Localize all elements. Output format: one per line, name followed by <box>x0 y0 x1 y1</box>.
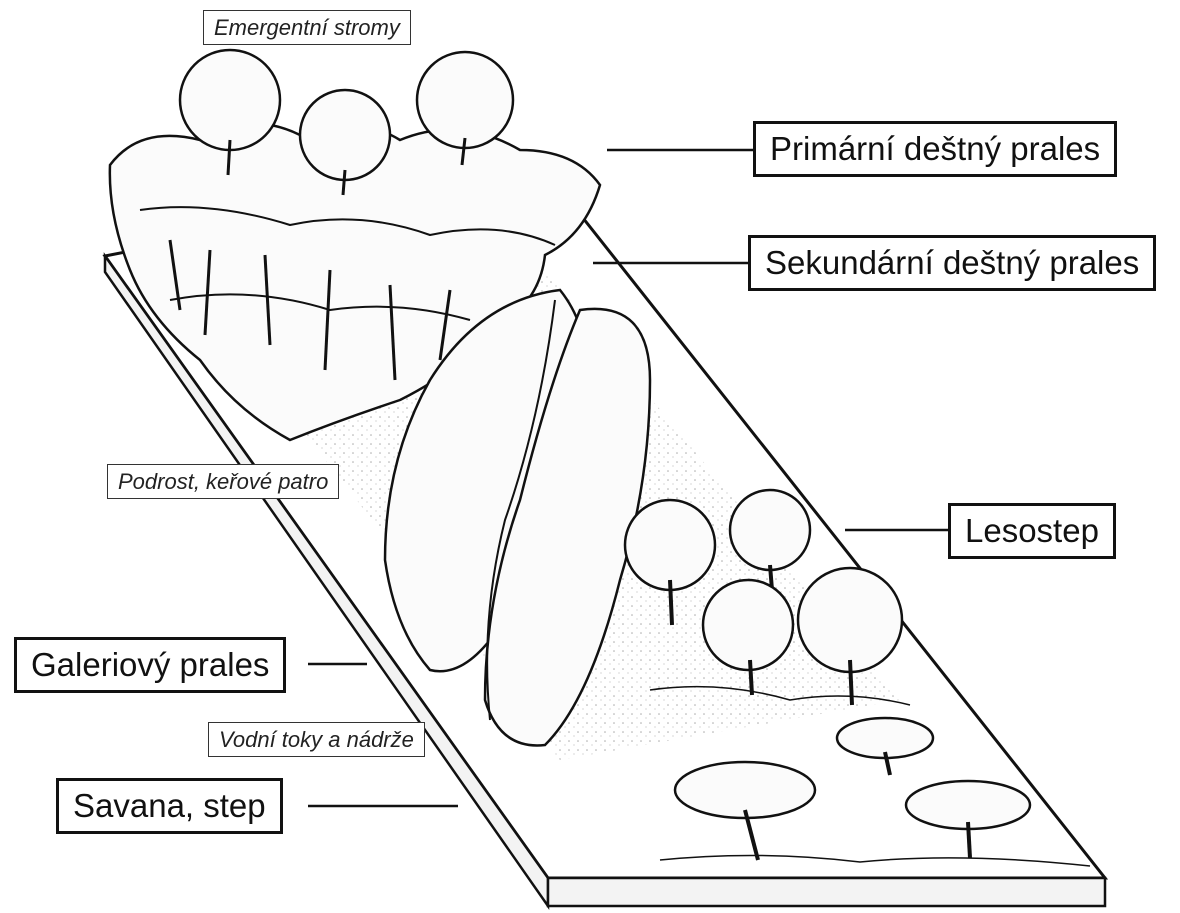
label-emergent-trees: Emergentní stromy <box>203 10 411 45</box>
label-water-bodies: Vodní toky a nádrže <box>208 722 425 757</box>
label-gallery-forest: Galeriový prales <box>14 637 286 693</box>
label-forest-steppe: Lesostep <box>948 503 1116 559</box>
label-primary-rainforest: Primární deštný prales <box>753 121 1117 177</box>
label-understory: Podrost, keřové patro <box>107 464 339 499</box>
label-savanna-steppe: Savana, step <box>56 778 283 834</box>
label-secondary-rainforest: Sekundární deštný prales <box>748 235 1156 291</box>
